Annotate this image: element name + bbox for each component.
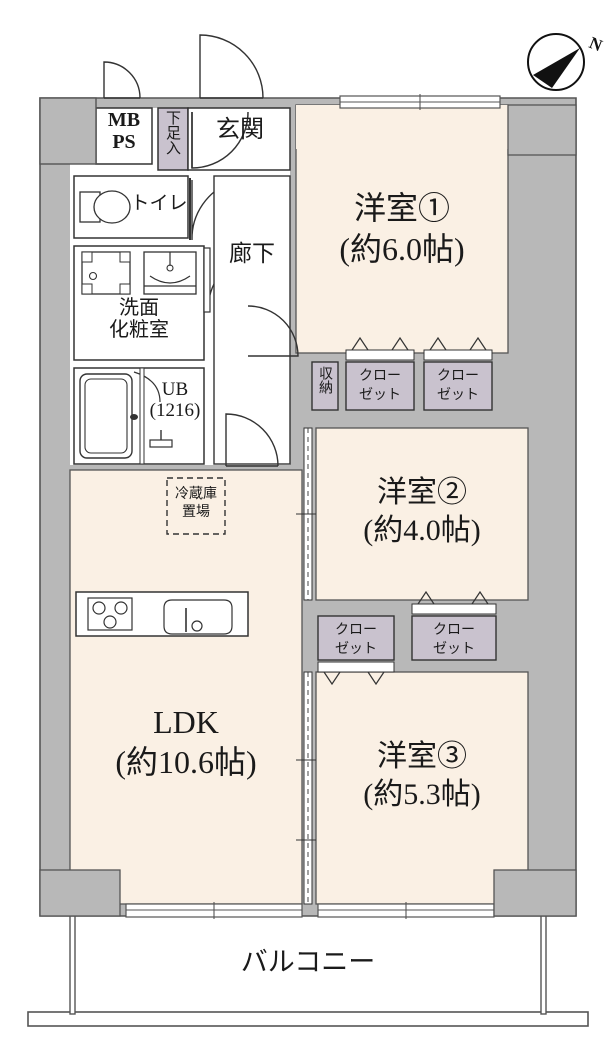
exterior-door-swings — [103, 34, 264, 99]
washing-machine-space — [81, 251, 131, 295]
closet-c-line2: ゼット — [335, 641, 377, 657]
entrance-genkan — [187, 107, 291, 171]
toilet-fixture — [79, 190, 131, 224]
label-closet-b: クロー ゼット — [424, 368, 492, 406]
closet-row-1 — [311, 336, 493, 411]
shoe-cabinet — [157, 107, 189, 171]
label-mb-ps: MB PS — [96, 109, 152, 153]
ldk-area: (約10.6帖) — [115, 744, 257, 781]
closet-a-line1: クロー — [359, 369, 401, 384]
ub-line1: UB — [161, 379, 189, 400]
mb-text: MB — [107, 109, 141, 131]
gas-stove-fixture — [87, 597, 133, 631]
label-room-ldk: LDK (約10.6帖) — [68, 702, 304, 783]
structural-columns — [39, 104, 577, 917]
refrigerator-space — [166, 477, 226, 535]
washroom — [73, 245, 251, 361]
storage-shuunou — [311, 361, 339, 411]
washroom-line1: 洗面 — [119, 297, 159, 319]
closet-a — [345, 361, 415, 411]
hallway-rouka — [213, 175, 299, 467]
label-unit-bath: UB (1216) — [140, 379, 210, 421]
wall-block-topleft — [39, 97, 97, 165]
windows — [125, 94, 501, 919]
room-fills — [69, 104, 529, 905]
label-genkan: 玄関 — [216, 117, 264, 143]
ub-line2: (1216) — [149, 399, 201, 421]
unit-bath — [73, 367, 205, 465]
washroom-line2: 化粧室 — [109, 318, 169, 341]
label-room-yoshitsu3: 洋室③ (約5.3帖) — [316, 738, 528, 815]
label-closet-c: クロー ゼット — [318, 622, 394, 660]
fridge-line2: 置場 — [182, 505, 210, 521]
closet-d-line1: クロー — [433, 623, 475, 638]
label-closet-d: クロー ゼット — [412, 622, 496, 660]
closet-d — [411, 615, 497, 661]
yoshitsu2-name: 洋室② — [377, 476, 467, 509]
balcony-area — [27, 911, 589, 1027]
label-toilet: トイレ — [130, 193, 188, 214]
bathtub-fixture — [79, 373, 138, 459]
washbasin-fixture — [143, 251, 197, 295]
label-shoe-cabinet: 下足入 — [164, 110, 180, 155]
mb-ps-room — [95, 107, 153, 165]
label-storage-shuunou: 収納 — [317, 366, 332, 394]
north-arrow: N — [527, 33, 606, 91]
label-room-yoshitsu2: 洋室② (約4.0帖) — [316, 474, 528, 551]
ps-text: PS — [112, 130, 136, 153]
fridge-line1: 冷蔵庫 — [175, 487, 217, 502]
toilet-room — [73, 175, 233, 241]
label-closet-a: クロー ゼット — [346, 368, 414, 406]
north-letter: N — [587, 33, 606, 55]
shower-faucet-icon — [149, 430, 173, 448]
yoshitsu3-name: 洋室③ — [377, 740, 467, 773]
sliding-doors-vertical — [296, 427, 316, 905]
ldk-name: LDK — [153, 704, 219, 740]
kitchen-area — [75, 477, 249, 637]
label-refrigerator-space: 冷蔵庫 置場 — [167, 486, 225, 522]
closet-d-line2: ゼット — [433, 641, 475, 657]
label-balcony: バルコニー — [240, 947, 376, 977]
closet-c — [317, 615, 395, 661]
yoshitsu1-area: (約6.0帖) — [339, 230, 465, 267]
label-room-yoshitsu1: 洋室① (約6.0帖) — [296, 188, 508, 270]
closet-b-line2: ゼット — [437, 387, 479, 403]
closet-row-2 — [317, 590, 497, 686]
yoshitsu3-area: (約5.3帖) — [363, 778, 481, 812]
closet-b — [423, 361, 493, 411]
label-washroom: 洗面 化粧室 — [76, 297, 202, 341]
closet-c-line1: クロー — [335, 623, 377, 638]
closet-a-line2: ゼット — [359, 387, 401, 403]
closet-b-line1: クロー — [437, 369, 479, 384]
label-rouka: 廊下 — [229, 241, 275, 266]
yoshitsu1-name: 洋室① — [353, 190, 450, 226]
yoshitsu2-area: (約4.0帖) — [363, 514, 481, 548]
kitchen-sink-fixture — [163, 599, 233, 635]
